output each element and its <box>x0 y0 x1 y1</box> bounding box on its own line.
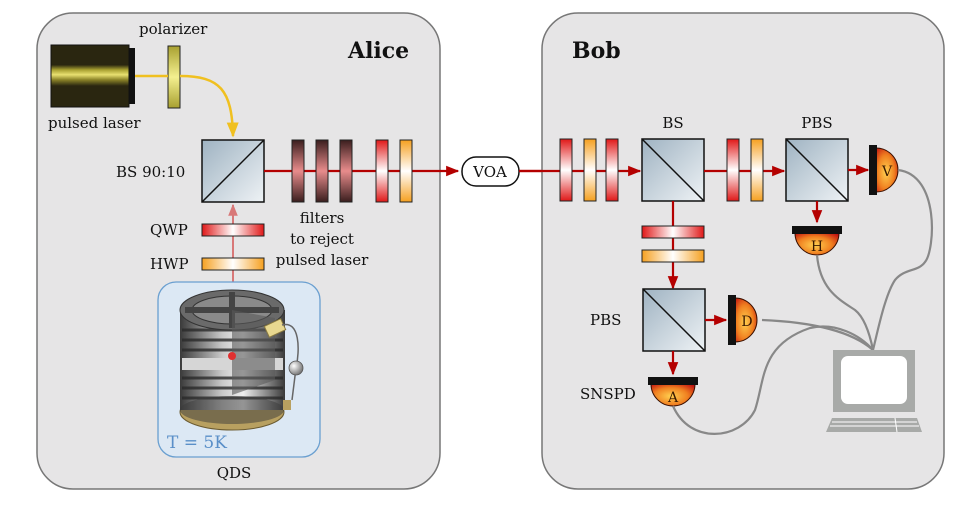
bob-waveplate-icon <box>750 138 764 202</box>
detector-d-label: D <box>741 314 752 330</box>
filters-label-line1: filters <box>300 209 345 227</box>
hwp-icon <box>201 257 265 271</box>
detector-a-label: A <box>667 390 679 406</box>
detector-a: A <box>648 377 698 407</box>
snspd-label: SNSPD <box>580 385 636 403</box>
bob-bs-label: BS <box>662 114 683 132</box>
bob-waveplate-icon <box>605 138 619 202</box>
qwp-icon <box>201 223 265 237</box>
bob-qwp-icon <box>641 225 705 239</box>
pulsed-laser-label: pulsed laser <box>48 114 141 132</box>
filters-label-line2: to reject <box>290 230 354 248</box>
bob-panel-background <box>541 12 945 490</box>
voa-label: VOA <box>472 163 507 181</box>
waveplate-qwp-icon <box>375 139 389 203</box>
bob-waveplate-icon <box>726 138 740 202</box>
detector-d: D <box>728 295 758 345</box>
bob-waveplate-icon <box>583 138 597 202</box>
waveplate-hwp-icon <box>399 139 413 203</box>
polarizer-icon <box>167 45 181 109</box>
beam-splitter-label: BS 90:10 <box>116 163 185 181</box>
bob-title: Bob <box>572 38 621 64</box>
voa-attenuator: VOA <box>461 156 520 187</box>
pbs-bottom-icon <box>642 288 706 352</box>
beam-splitter-90-10-icon <box>201 139 265 203</box>
quantum-dot-source-icon <box>179 289 304 431</box>
bob-panel: Bob BS PBS V <box>519 12 945 490</box>
pbs-top-label: PBS <box>801 114 832 132</box>
alice-panel: Alice pulsed laser polarizer BS 90:10 fi… <box>36 12 460 490</box>
qwp-label: QWP <box>150 221 188 239</box>
pulsed-laser-icon <box>50 44 135 108</box>
hwp-label: HWP <box>150 255 189 273</box>
filter-icon <box>339 139 353 203</box>
pump-beam <box>135 74 233 136</box>
computer-icon <box>826 350 922 433</box>
filters-label-line3: pulsed laser <box>276 251 369 269</box>
bob-waveplate-icon <box>559 138 573 202</box>
temperature-label: T = 5K <box>167 433 227 453</box>
detector-v: V <box>869 145 899 195</box>
alice-title: Alice <box>347 38 409 64</box>
detector-cables <box>671 168 933 435</box>
filter-icon <box>315 139 329 203</box>
bob-hwp-icon <box>641 249 705 263</box>
alice-panel-background <box>36 12 441 490</box>
filter-icon <box>291 139 305 203</box>
detector-h: H <box>792 226 842 256</box>
bob-beam-splitter-icon <box>641 138 705 202</box>
qds-label: QDS <box>217 464 252 482</box>
detector-h-label: H <box>811 239 823 255</box>
polarizer-label: polarizer <box>139 20 208 38</box>
pbs-bottom-label: PBS <box>590 311 621 329</box>
pbs-top-icon <box>785 138 849 202</box>
detector-v-label: V <box>881 164 893 180</box>
